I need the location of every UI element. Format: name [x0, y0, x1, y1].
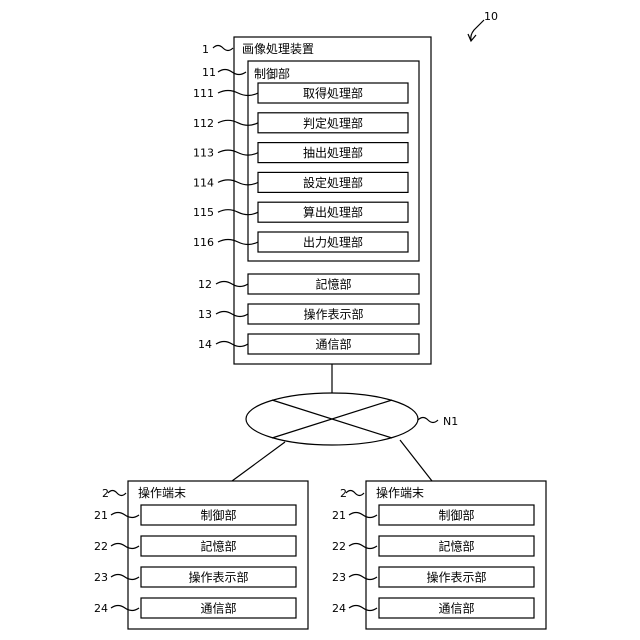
processing-unit-ref: 111 — [193, 87, 214, 100]
terminal-part-ref: 21 — [94, 509, 108, 522]
device-controller: 制御部 11 取得処理部 111 判定処理部 112 抽出処理部 113 設定処理部 114 算… — [193, 61, 419, 261]
terminal-part-ref: 21 — [332, 509, 346, 522]
terminal-ref-leader — [108, 491, 126, 496]
operation-terminal: 操作端末 2 制御部 21 記憶部 22 操作表示部 23 通信部 24 — [94, 481, 308, 629]
terminal-part-label: 制御部 — [200, 508, 236, 523]
terminal-part-ref: 23 — [94, 571, 108, 584]
terminal-title: 操作端末 — [376, 485, 424, 500]
controller-ref: 11 — [202, 66, 216, 79]
figure-ref-leader — [471, 20, 484, 40]
terminal-part-label: 通信部 — [200, 601, 236, 616]
network-ref: N1 — [443, 415, 458, 428]
terminal-part-label: 記憶部 — [438, 539, 474, 554]
terminal-part-ref: 22 — [94, 540, 108, 553]
processing-unit: 算出処理部 115 — [193, 202, 408, 222]
terminal-part-label: 操作表示部 — [426, 570, 486, 585]
processing-unit-ref: 116 — [193, 236, 214, 249]
terminal-part: 記憶部 22 — [332, 536, 534, 556]
processing-unit-label: 設定処理部 — [303, 175, 363, 190]
terminal-right-network-link — [400, 440, 432, 481]
terminal-part-label: 記憶部 — [200, 539, 236, 554]
processing-unit-ref: 112 — [193, 117, 214, 130]
device-part-ref: 14 — [198, 338, 212, 351]
device-ref: 1 — [202, 43, 209, 56]
terminal-part: 記憶部 22 — [94, 536, 296, 556]
terminal-part-label: 操作表示部 — [188, 570, 248, 585]
processing-unit-ref: 114 — [193, 176, 214, 189]
processing-unit: 出力処理部 116 — [193, 232, 408, 252]
processing-unit-label: 判定処理部 — [303, 115, 363, 130]
image-processing-device: 画像処理装置 1 制御部 11 取得処理部 111 判定処理部 112 抽出処理部 113… — [193, 37, 431, 364]
operation-terminal: 操作端末 2 制御部 21 記憶部 22 操作表示部 23 通信部 24 — [332, 481, 546, 629]
processing-unit-ref: 113 — [193, 147, 214, 160]
device-part: 通信部 14 — [198, 334, 419, 354]
device-part: 記憶部 12 — [198, 274, 419, 294]
terminal-part: 操作表示部 23 — [94, 567, 296, 587]
processing-unit-ref: 115 — [193, 206, 214, 219]
processing-unit-label: 取得処理部 — [303, 86, 363, 101]
processing-unit: 取得処理部 111 — [193, 83, 408, 103]
figure-ref-arrowhead — [468, 34, 476, 41]
terminal-part: 通信部 24 — [332, 598, 534, 618]
processing-unit-label: 抽出処理部 — [303, 145, 363, 160]
device-part-ref: 12 — [198, 278, 212, 291]
processing-unit-label: 算出処理部 — [303, 205, 363, 220]
terminal-part-ref: 23 — [332, 571, 346, 584]
terminal-part-label: 通信部 — [438, 601, 474, 616]
processing-unit: 設定処理部 114 — [193, 172, 408, 192]
device-part-ref: 13 — [198, 308, 212, 321]
terminal-part-label: 制御部 — [438, 508, 474, 523]
controller-title: 制御部 — [254, 66, 290, 81]
processing-unit-label: 出力処理部 — [303, 235, 363, 250]
terminal-part: 制御部 21 — [332, 505, 534, 525]
device-part-label: 記憶部 — [315, 277, 351, 292]
network-n1: N1 — [232, 364, 458, 481]
terminal-ref-leader — [346, 491, 364, 496]
terminal-part: 制御部 21 — [94, 505, 296, 525]
terminal-part-ref: 22 — [332, 540, 346, 553]
terminal-part-ref: 24 — [94, 602, 108, 615]
terminal-ref: 2 — [102, 487, 109, 500]
terminal-part-ref: 24 — [332, 602, 346, 615]
terminal-title: 操作端末 — [138, 485, 186, 500]
processing-unit: 抽出処理部 113 — [193, 143, 408, 163]
device-part-label: 操作表示部 — [303, 307, 363, 322]
terminal-ref: 2 — [340, 487, 347, 500]
terminal-part: 通信部 24 — [94, 598, 296, 618]
device-title: 画像処理装置 — [242, 42, 314, 56]
device-part: 操作表示部 13 — [198, 304, 419, 324]
figure-ref-label: 10 — [484, 10, 498, 23]
terminal-part: 操作表示部 23 — [332, 567, 534, 587]
network-ref-leader — [418, 418, 438, 423]
processing-unit: 判定処理部 112 — [193, 113, 408, 133]
device-part-list: 記憶部 12 操作表示部 13 通信部 14 — [198, 274, 419, 354]
terminal-left-network-link — [232, 442, 285, 481]
device-part-label: 通信部 — [315, 337, 351, 352]
operation-terminals: 操作端末 2 制御部 21 記憶部 22 操作表示部 23 通信部 24 操作端末 2 制御部 21 記憶部… — [94, 481, 546, 629]
device-ref-leader — [213, 46, 233, 51]
